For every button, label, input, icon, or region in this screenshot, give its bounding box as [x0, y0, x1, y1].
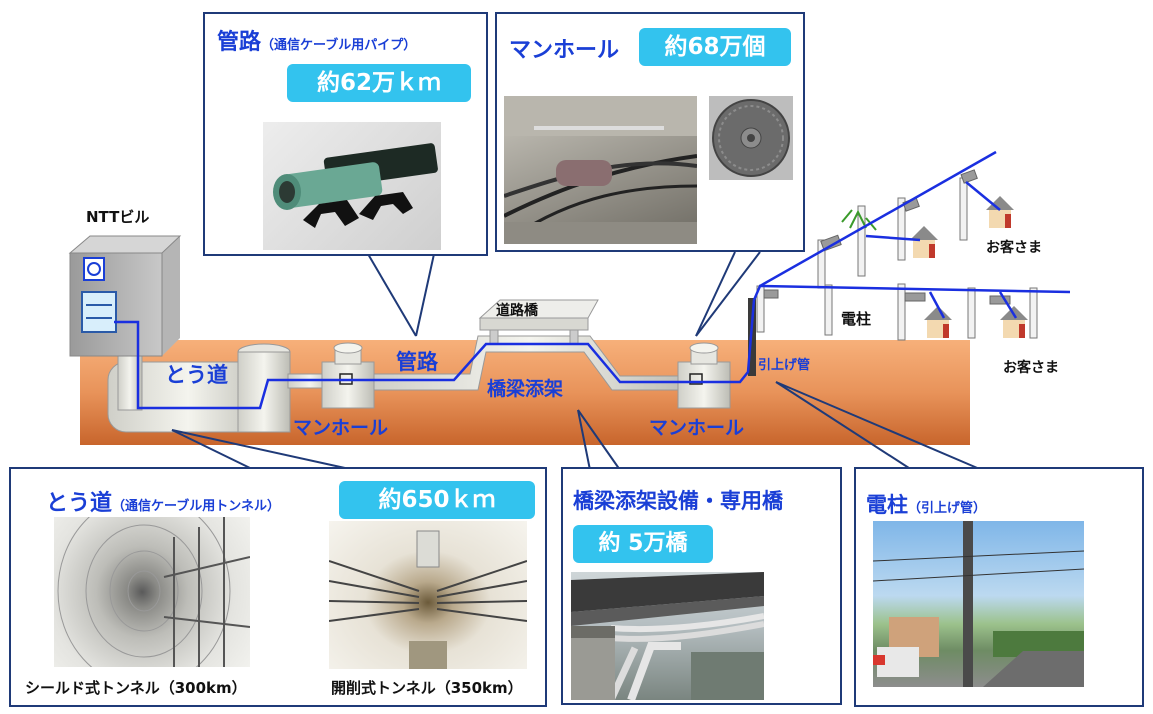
ntt-building-structure	[68, 235, 182, 357]
tunnel-box-subtitle: （通信ケーブル用トンネル）	[112, 499, 280, 514]
tunnel-length-badge: 約650ｋｍ	[339, 481, 535, 519]
manhole-interior-photo	[504, 96, 697, 244]
conduit-box-title: 管路（通信ケーブル用パイプ）	[217, 30, 417, 55]
bridge-count-badge: 約 5万橋	[573, 525, 713, 563]
house-icons	[910, 196, 1028, 338]
customer-label-bottom: お客さま	[1003, 360, 1059, 376]
conduit-label: 管路	[396, 350, 438, 374]
road-bridge-label: 道路橋	[496, 303, 538, 319]
customer-label-top: お客さま	[986, 240, 1042, 256]
pole-info-box: 電柱（引上げ管）	[854, 467, 1144, 707]
manhole-left-structure	[321, 342, 375, 409]
shield-tunnel-photo	[54, 517, 250, 667]
pole-box-subtitle: （引上げ管）	[908, 501, 987, 516]
manhole-left-label: マンホール	[293, 417, 389, 439]
tunnel-label: とう道	[165, 363, 228, 387]
manhole-right-label: マンホール	[649, 417, 745, 439]
manhole-count-badge: 約68万個	[639, 28, 791, 66]
riser-pipe-label: 引上げ管	[758, 358, 811, 373]
tunnel-structure	[107, 339, 291, 433]
tunnel-box-title: とう道（通信ケーブル用トンネル）	[46, 491, 280, 516]
conduit-box-subtitle: （通信ケーブル用パイプ）	[261, 38, 417, 53]
utility-poles	[756, 177, 1038, 341]
cut-tunnel-photo	[329, 521, 527, 669]
manhole-right-structure	[677, 342, 731, 409]
shield-tunnel-caption: シールド式トンネル（300km）	[25, 679, 247, 697]
utility-pole-photo	[873, 521, 1084, 687]
bridge-box-title: 橋梁添架設備・専用橋	[573, 489, 783, 513]
pole-box-title: 電柱（引上げ管）	[866, 493, 987, 517]
manhole-info-box: マンホール 約68万個	[495, 12, 805, 252]
manhole-cover-photo	[709, 96, 793, 180]
utility-pole-label: 電柱	[841, 310, 872, 328]
cut-tunnel-caption: 開削式トンネル（350km）	[331, 679, 523, 697]
bridge-info-box: 橋梁添架設備・専用橋 約 5万橋	[561, 467, 842, 705]
manhole-box-title: マンホール	[509, 38, 620, 63]
road-bridge-structure	[478, 299, 599, 345]
tunnel-info-box: とう道（通信ケーブル用トンネル） 約650ｋｍ	[9, 467, 547, 707]
conduit-info-box: 管路（通信ケーブル用パイプ） 約62万ｋｍ	[203, 12, 488, 256]
conduit-pipe-photo	[263, 122, 441, 250]
cable-route	[114, 150, 1071, 410]
bridge-photo	[571, 572, 764, 700]
conduit-length-badge: 約62万ｋｍ	[287, 64, 471, 102]
callout-lines	[171, 251, 983, 471]
ntt-building-label: NTTビル	[86, 208, 150, 226]
bridge-attach-label: 橋梁添架	[487, 378, 564, 400]
